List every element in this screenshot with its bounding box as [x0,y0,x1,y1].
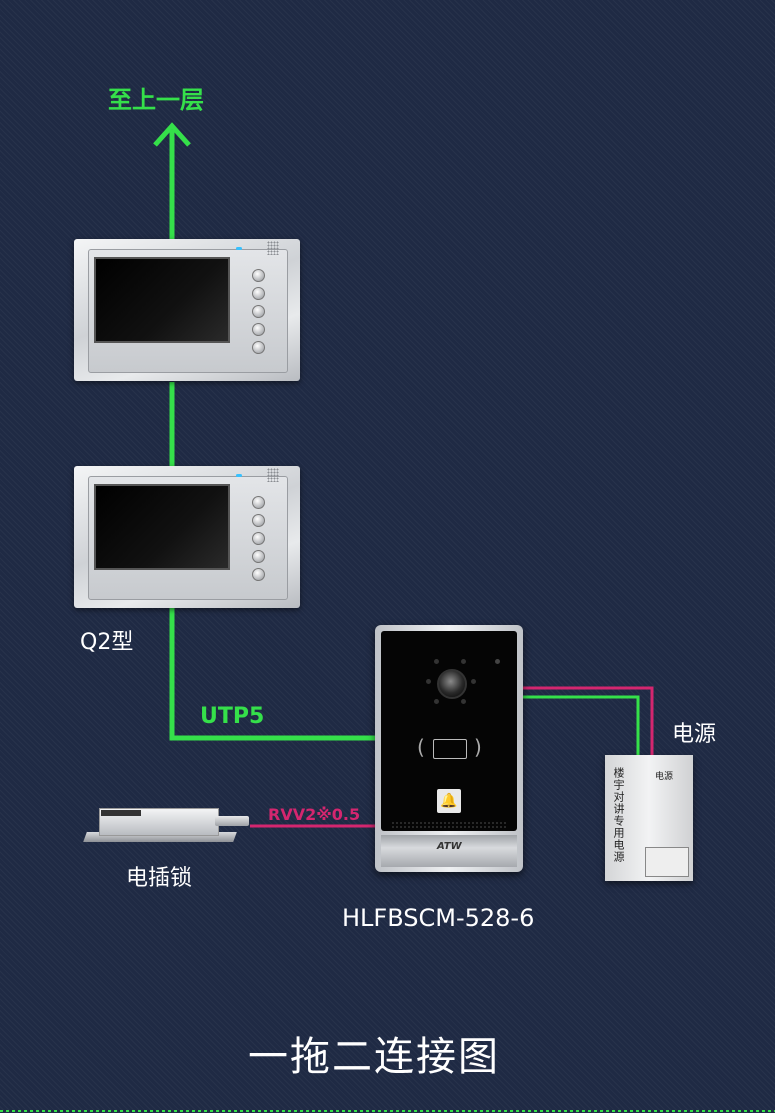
electric-lock [83,808,255,853]
psu-power-wire [523,686,654,760]
diagram-title: 一拖二连接图 [248,1034,500,1080]
door-station: ( ) 🔔 ATW [375,625,523,872]
call-bell-button[interactable]: 🔔 [437,789,461,813]
to-upper-floor-label: 至上一层 [108,86,204,114]
door-station-model-label: HLFBSCM-528-6 [342,904,535,932]
monitor-model-label: Q2型 [80,630,134,655]
rvv-label: RVV2※0.5 [268,805,361,824]
power-label: 电源 [672,722,717,747]
brand-logo: ATW [437,841,462,852]
monitor-screen [94,484,230,570]
lock-label: 电插锁 [126,866,193,891]
psu-data-wire [523,695,640,760]
indoor-monitor-1 [74,239,300,381]
power-supply: 楼宇对讲专用电源 电源 [605,755,693,881]
psu-text: 楼宇对讲专用电源 [612,767,625,863]
up-arrow-icon [153,122,191,147]
monitor-screen [94,257,230,343]
indoor-monitor-2 [74,466,300,608]
psu-header: 电源 [655,772,674,782]
camera-lens-icon [437,669,467,699]
utp5-wire [169,608,380,741]
card-reader-icon [433,739,467,759]
utp5-label: UTP5 [200,704,265,729]
